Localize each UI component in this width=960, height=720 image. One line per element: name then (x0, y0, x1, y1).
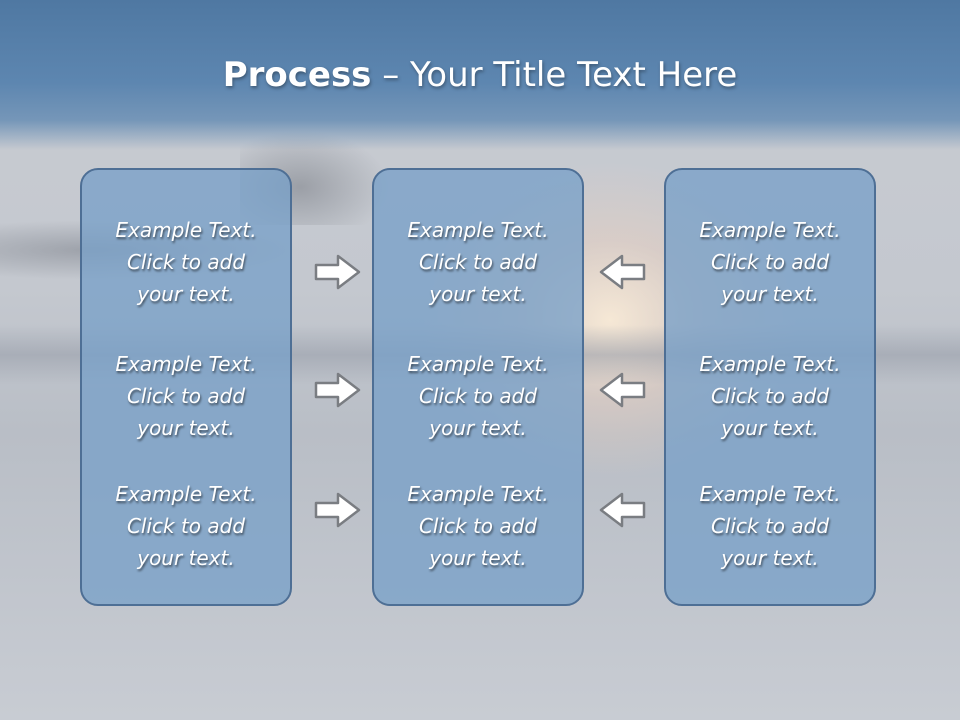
left-arrow-icon (599, 372, 646, 408)
panel-text[interactable]: Example Text. Click to add your text. (407, 352, 549, 440)
panel-text[interactable]: Example Text. Click to add your text. (407, 482, 549, 570)
right-arrow-icon (314, 492, 361, 528)
panel-text[interactable]: Example Text. Click to add your text. (699, 482, 841, 570)
panel-text[interactable]: Example Text. Click to add your text. (115, 352, 257, 440)
panel-text[interactable]: Example Text. Click to add your text. (699, 352, 841, 440)
title-bold: Process (222, 55, 372, 95)
title-rest: – Your Title Text Here (371, 55, 738, 95)
panel-text[interactable]: Example Text. Click to add your text. (699, 218, 841, 306)
panel-text[interactable]: Example Text. Click to add your text. (407, 218, 549, 306)
panel-text[interactable]: Example Text. Click to add your text. (115, 482, 257, 570)
process-panel-right[interactable]: Example Text. Click to add your text. Ex… (664, 168, 876, 606)
process-panel-center[interactable]: Example Text. Click to add your text. Ex… (372, 168, 584, 606)
left-arrow-icon (599, 492, 646, 528)
right-arrow-icon (314, 254, 361, 290)
slide-title[interactable]: Process – Your Title Text Here (0, 52, 960, 98)
left-arrow-icon (599, 254, 646, 290)
right-arrow-icon (314, 372, 361, 408)
process-panel-left[interactable]: Example Text. Click to add your text. Ex… (80, 168, 292, 606)
panel-text[interactable]: Example Text. Click to add your text. (115, 218, 257, 306)
title-band (0, 0, 960, 150)
